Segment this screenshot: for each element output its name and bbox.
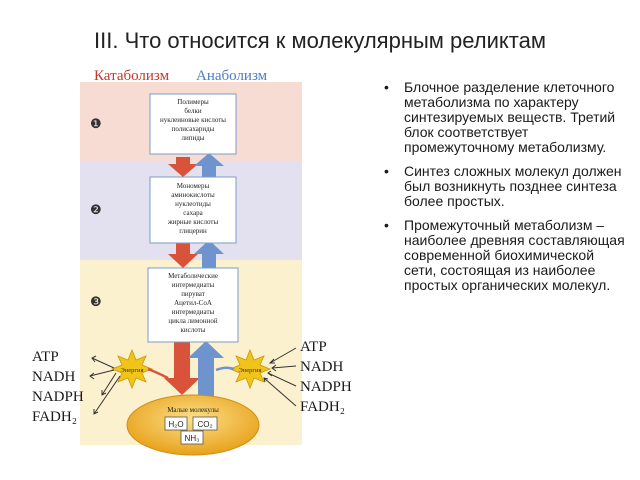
bullet-text: Блочное разделение клеточного метаболизм… (404, 79, 616, 155)
intermediates-line-6: цикла лимонной (168, 317, 217, 325)
molecule-nh3: NH₃ (185, 434, 200, 443)
polymers-line-1: Полимеры (177, 98, 209, 106)
bullet-item: • Блочное разделение клеточного метаболиз… (380, 80, 630, 155)
right-carrier-arrows (263, 347, 297, 407)
bullet-marker: • (384, 217, 389, 233)
box-monomers (149, 176, 237, 244)
monomers-line-1: Мономеры (177, 182, 210, 190)
molecule-water: H₂O (168, 420, 183, 429)
header-anabolism: Анаболизм (196, 68, 268, 84)
polymers-line-3: нуклеиновые кислоты (160, 116, 226, 124)
box-polymers (149, 93, 237, 155)
stage-number-2: ❷ (90, 202, 102, 217)
energy-label-left: Энергия (120, 367, 143, 374)
stage-number-3: ❸ (90, 294, 102, 309)
anabolic-arrow-1 (194, 153, 224, 178)
header-catabolism: Катаболизм (94, 68, 170, 84)
small-molecules-title: Малые молекулы (167, 406, 219, 414)
intermediates-line-2: интермедиаты (172, 281, 215, 289)
molecule-co2: CO₂ (197, 420, 212, 429)
polymers-line-5: липиды (182, 134, 205, 142)
right-carrier-nadh: NADH (300, 359, 343, 375)
intermediates-line-3: пируват (181, 290, 205, 298)
bullet-list: • Блочное разделение клеточного метаболиз… (380, 80, 630, 302)
metabolism-diagram: Катаболизм Анаболизм ❶ ❷ ❸ Полимеры белк… (28, 60, 358, 470)
monomers-line-6: глицерин (179, 227, 207, 235)
left-carrier-fadh2: FADH₂ (32, 409, 77, 425)
bullet-text: Промежуточный метаболизм – наиболее древ… (404, 217, 625, 293)
catabolic-arrow-3 (164, 342, 200, 395)
energy-label-right: Энергия (238, 367, 261, 374)
anabolic-arrow-3 (188, 341, 224, 396)
slide-title: III. Что относится к молекулярным реликт… (94, 28, 546, 53)
anabolic-energy-connector (215, 366, 235, 372)
intermediates-line-7: кислоты (181, 326, 206, 334)
anabolic-arrow-2 (194, 240, 224, 268)
intermediates-line-5: интермедиаты (172, 308, 215, 316)
left-carrier-atp: ATP (32, 349, 59, 365)
monomers-line-3: нуклеотиды (175, 200, 211, 208)
bullet-marker: • (384, 79, 389, 95)
right-carrier-nadph: NADPH (300, 379, 352, 395)
monomers-line-4: сахара (183, 209, 203, 217)
polymers-line-2: белки (184, 107, 201, 115)
intermediates-line-1: Метаболические (168, 272, 218, 280)
monomers-line-5: жирные кислоты (167, 218, 219, 226)
molecule-box-water (164, 416, 188, 431)
box-intermediates (147, 267, 239, 343)
right-carrier-fadh2: FADH₂ (300, 399, 345, 415)
bullet-marker: • (384, 163, 389, 179)
stage-number-1: ❶ (90, 116, 102, 131)
molecule-box-nh3 (180, 430, 204, 445)
polymers-line-4: полисахариды (172, 125, 215, 133)
molecule-box-co2 (192, 416, 218, 431)
right-carrier-atp: ATP (300, 339, 327, 355)
catabolic-arrow-1 (168, 157, 198, 177)
bullet-item: • Синтез сложных молекул должен был возни… (380, 164, 630, 209)
catabolic-energy-connector (147, 367, 169, 380)
monomers-line-2: аминокислоты (171, 191, 215, 199)
catabolic-arrow-2 (168, 243, 198, 268)
left-carrier-nadh: NADH (32, 369, 75, 385)
left-carrier-arrows (89, 355, 121, 415)
left-carrier-nadph: NADPH (32, 389, 84, 405)
intermediates-line-4: Ацетил-СоА (174, 299, 212, 307)
energy-burst-left (110, 348, 154, 390)
bullet-item: • Промежуточный метаболизм – наиболее дре… (380, 218, 630, 293)
metabolism-diagram-svg: Катаболизм Анаболизм ❶ ❷ ❸ Полимеры белк… (32, 68, 352, 456)
energy-burst-right (228, 348, 272, 390)
bullet-text: Синтез сложных молекул должен был возник… (404, 163, 622, 209)
